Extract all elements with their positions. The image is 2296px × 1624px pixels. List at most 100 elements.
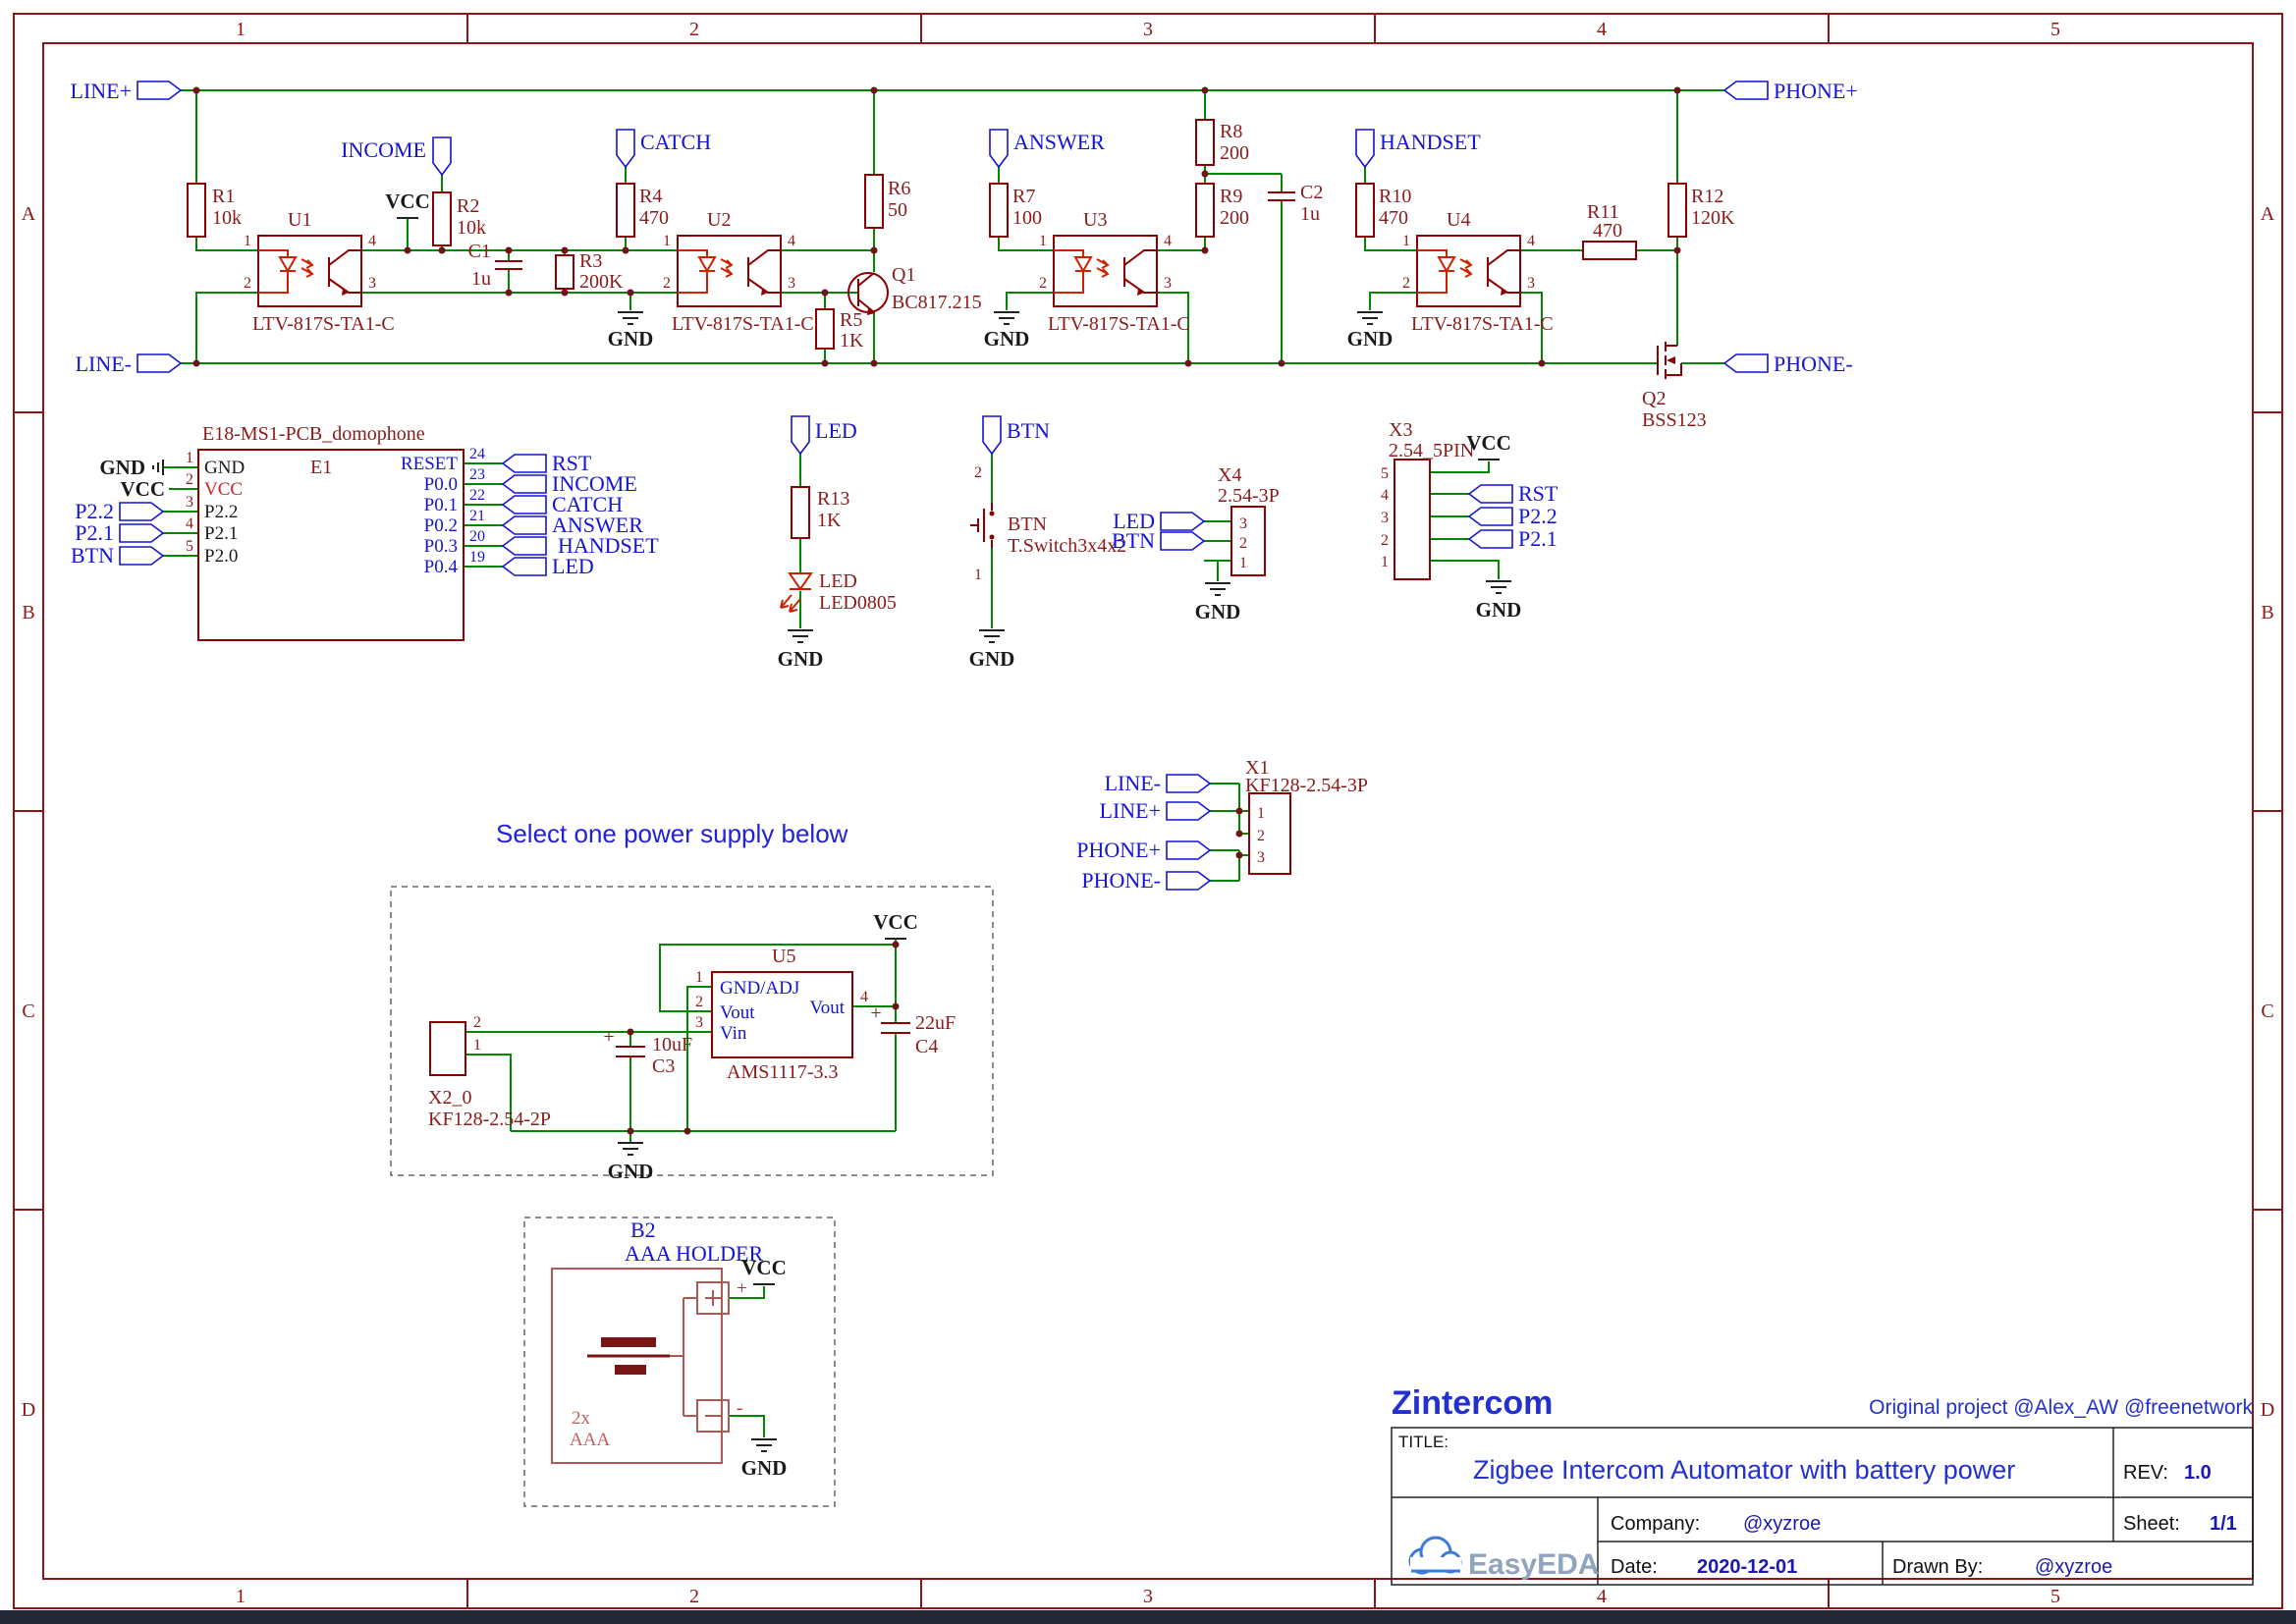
gnd-symbol[interactable]: GND	[1476, 580, 1522, 622]
resistor-r4[interactable]: R4 470	[616, 183, 669, 238]
net-port-catch[interactable]: CATCH	[616, 129, 711, 168]
company-label: Company:	[1611, 1513, 1700, 1535]
capacitor-c4[interactable]: + 22uF C4	[870, 1002, 956, 1057]
net-flag-line-minus[interactable]: LINE-	[76, 352, 182, 376]
module-flag-rst[interactable]: RST	[502, 451, 592, 475]
resistor-r7[interactable]: R7 100	[989, 183, 1042, 238]
gnd-label: GND	[984, 327, 1030, 351]
net-port-income[interactable]: INCOME	[341, 136, 452, 176]
project-name: Zintercom	[1392, 1384, 1553, 1422]
module-flag-catch[interactable]: CATCH	[502, 492, 623, 516]
minus-mark: -	[737, 1398, 742, 1419]
module-flag-led[interactable]: LED	[502, 554, 594, 578]
resistor-r1[interactable]: R1 10k	[187, 183, 242, 238]
vcc-symbol[interactable]: VCC	[1466, 431, 1511, 460]
flag-shape-icon	[1166, 871, 1211, 891]
resistor-r5[interactable]: R5 1K	[815, 308, 864, 352]
net-label: HANDSET	[1380, 130, 1481, 154]
regulator-u5[interactable]: U5 AMS1117-3.3 1 2 3 4 GND/ADJ Vout Vin …	[695, 946, 868, 1083]
pin-number: 4	[1164, 233, 1172, 249]
resistor-r10[interactable]: R10 470	[1355, 183, 1411, 238]
gnd-symbol[interactable]: GND	[608, 311, 654, 351]
x3-flag-p22[interactable]: P2.2	[1468, 504, 1558, 528]
connector-x1[interactable]: X1 KF128-2.54-3P 1 2 3	[1245, 757, 1368, 875]
optocoupler-u3[interactable]: U3 LTV-817S-TA1-C 1 2 4 3	[1039, 209, 1190, 335]
switch-btn[interactable]: 2 1 BTN T.Switch3x4x2	[970, 464, 1126, 583]
x3-flag-p21[interactable]: P2.1	[1468, 526, 1558, 551]
resistor-r3[interactable]: R3 200K	[555, 250, 624, 293]
net-flag-phone-minus[interactable]: PHONE-	[1723, 352, 1853, 376]
module-e1[interactable]: E18-MS1-PCB_domophone E1 1 2 3 4 5 GND V…	[186, 423, 485, 641]
gnd-symbol[interactable]: GND	[1347, 311, 1394, 351]
resistor-r2[interactable]: R2 10k	[432, 191, 486, 246]
gnd-label: GND	[1476, 598, 1522, 622]
gnd-symbol[interactable]: GND	[1195, 582, 1241, 623]
pin-number: 4	[1381, 487, 1389, 504]
vcc-symbol[interactable]: VCC	[741, 1256, 787, 1285]
module-flag-p21[interactable]: P2.1	[75, 520, 164, 545]
net-port-btn[interactable]: BTN	[982, 415, 1050, 455]
resistor-r8[interactable]: R8 200	[1195, 119, 1249, 166]
vcc-symbol[interactable]: VCC	[873, 910, 918, 940]
resistor-r11[interactable]: R11 470	[1582, 201, 1637, 260]
battery-cell-icon	[601, 1337, 656, 1347]
resistor-r6[interactable]: R6 50	[864, 174, 910, 229]
module-flag-btn[interactable]: BTN	[71, 543, 164, 568]
vcc-label: VCC	[741, 1256, 787, 1279]
capacitor-c2[interactable]: C2 1u	[1267, 182, 1323, 225]
net-flag-line-plus[interactable]: LINE+	[71, 79, 182, 103]
capacitor-c1[interactable]: C1 1u	[468, 241, 523, 290]
value: 120K	[1691, 207, 1735, 229]
flag-shape-icon	[1723, 353, 1769, 373]
vcc-label: VCC	[121, 477, 166, 501]
x1-flag-line-plus[interactable]: LINE+	[1100, 798, 1211, 823]
mosfet-q2[interactable]: Q2 BSS123	[1642, 342, 1707, 431]
pin-number: 3	[1239, 515, 1247, 532]
module-flag-income[interactable]: INCOME	[502, 471, 637, 496]
x1-flag-line-minus[interactable]: LINE-	[1105, 771, 1211, 795]
net-port-led[interactable]: LED	[791, 415, 857, 455]
resistor-r12[interactable]: R12 120K	[1667, 183, 1735, 238]
net-label: BTN	[1112, 528, 1155, 553]
credit: Original project @Alex_AW @freenetwork	[1869, 1396, 2253, 1419]
gnd-symbol[interactable]: GND	[741, 1438, 788, 1480]
module-flag-answer[interactable]: ANSWER	[502, 513, 643, 537]
battery-b2[interactable]: B2 AAA HOLDER + - 2x AAA	[551, 1218, 763, 1464]
gnd-symbol[interactable]: GND	[984, 311, 1030, 351]
optocoupler-u1[interactable]: U1 LTV-817S-TA1-C 1 2 4 3	[244, 209, 395, 335]
gnd-symbol[interactable]: GND	[608, 1142, 654, 1183]
capacitor-c3[interactable]: + 10uF C3	[603, 1026, 692, 1077]
module-left-vcc[interactable]: VCC	[121, 477, 166, 501]
flag-shape-icon	[1723, 81, 1769, 100]
pin-number: 22	[469, 487, 485, 504]
module-flag-p22[interactable]: P2.2	[75, 499, 164, 523]
gnd-symbol[interactable]: GND	[969, 629, 1015, 671]
connector-x2[interactable]: 2 1 X2_0 KF128-2.54-2P	[428, 1014, 551, 1130]
gnd-symbol[interactable]: GND	[778, 629, 824, 671]
vcc-symbol[interactable]: VCC	[385, 189, 430, 219]
optocoupler-u4[interactable]: U4 LTV-817S-TA1-C 1 2 4 3	[1402, 209, 1554, 335]
net-port-answer[interactable]: ANSWER	[989, 129, 1105, 168]
connector-x4[interactable]: X4 2.54-3P 3 2 1	[1218, 464, 1280, 576]
connector-x3[interactable]: X3 2.54_5PIN 5 4 3 2 1	[1381, 419, 1474, 580]
cloud-base	[1410, 1557, 1461, 1571]
vcc-label: VCC	[385, 189, 430, 213]
module-left-gnd[interactable]: GND	[99, 456, 164, 479]
x1-flag-phone-plus[interactable]: PHONE+	[1076, 838, 1211, 862]
net-port-handset[interactable]: HANDSET	[1355, 129, 1481, 168]
row-label: B	[2261, 602, 2273, 623]
optocoupler-u2[interactable]: U2 LTV-817S-TA1-C 1 2 4 3	[663, 209, 814, 335]
pin-number: 1	[186, 450, 193, 466]
x4-flag-led[interactable]: LED	[1113, 509, 1205, 533]
net-flag-phone-plus[interactable]: PHONE+	[1723, 79, 1858, 103]
resistor-r13[interactable]: R13 1K	[791, 486, 849, 539]
transistor-q1[interactable]: Q1 BC817.215	[847, 264, 982, 315]
led-d1[interactable]: LED LED0805	[780, 570, 897, 614]
x3-flag-rst[interactable]: RST	[1468, 481, 1558, 506]
x1-flag-phone-minus[interactable]: PHONE-	[1081, 868, 1211, 893]
resistor-r9[interactable]: R9 200	[1195, 183, 1249, 238]
x4-flag-btn[interactable]: BTN	[1112, 528, 1205, 553]
net-label: BTN	[1007, 418, 1050, 443]
module-flag-handset[interactable]: HANDSET	[502, 533, 659, 558]
